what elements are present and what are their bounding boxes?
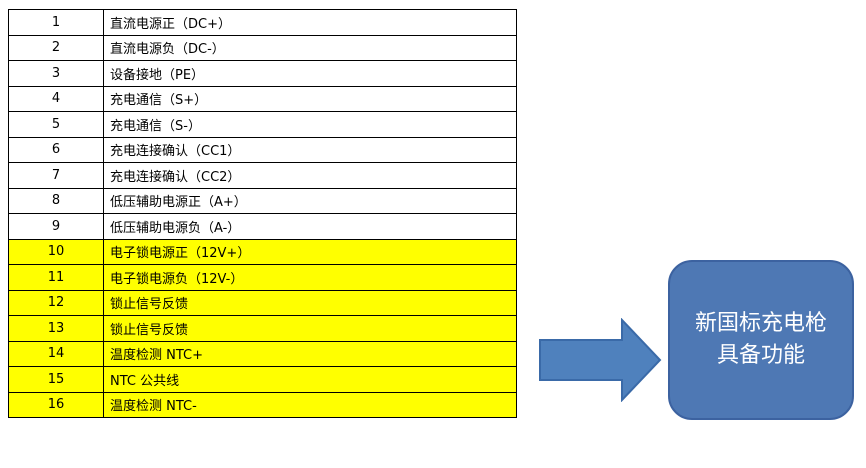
feature-box-line-1: 新国标充电枪	[694, 311, 827, 336]
pin-number-cell: 6	[8, 136, 104, 163]
pin-number-cell: 1	[8, 9, 104, 36]
right-arrow-icon	[539, 318, 662, 402]
pin-function-cell: 锁止信号反馈	[103, 289, 517, 316]
pin-function-cell: 充电连接确认（CC1）	[103, 136, 517, 163]
pin-number-cell: 10	[8, 238, 104, 265]
pin-function-cell: 低压辅助电源正（A+）	[103, 187, 517, 214]
pin-number-cell: 14	[8, 340, 104, 367]
pin-function-cell: 锁止信号反馈	[103, 315, 517, 342]
pin-number-cell: 7	[8, 162, 104, 189]
pin-function-cell: 充电通信（S+）	[103, 85, 517, 112]
pin-number-cell: 15	[8, 366, 104, 393]
pin-number-cell: 2	[8, 34, 104, 61]
pin-function-cell: 设备接地（PE）	[103, 60, 517, 87]
pin-function-cell: 电子锁电源负（12V-）	[103, 264, 517, 291]
pin-number-cell: 11	[8, 264, 104, 291]
pin-function-cell: 直流电源正（DC+）	[103, 9, 517, 36]
pin-number-cell: 13	[8, 315, 104, 342]
feature-box: 新国标充电枪 具备功能	[668, 260, 854, 420]
pin-number-cell: 4	[8, 85, 104, 112]
pin-function-cell: 温度检测 NTC-	[103, 391, 517, 418]
pin-function-cell: 低压辅助电源负（A-）	[103, 213, 517, 240]
pin-function-cell: NTC 公共线	[103, 366, 517, 393]
pin-function-cell: 温度检测 NTC+	[103, 340, 517, 367]
pin-function-cell: 直流电源负（DC-）	[103, 34, 517, 61]
pin-number-cell: 16	[8, 391, 104, 418]
pin-function-cell: 充电通信（S-）	[103, 111, 517, 138]
pin-function-cell: 电子锁电源正（12V+）	[103, 238, 517, 265]
pin-number-cell: 5	[8, 111, 104, 138]
pin-number-cell: 9	[8, 213, 104, 240]
pin-number-cell: 8	[8, 187, 104, 214]
pin-function-cell: 充电连接确认（CC2）	[103, 162, 517, 189]
pin-number-cell: 12	[8, 289, 104, 316]
pin-number-cell: 3	[8, 60, 104, 87]
feature-box-line-2: 具备功能	[716, 343, 805, 368]
